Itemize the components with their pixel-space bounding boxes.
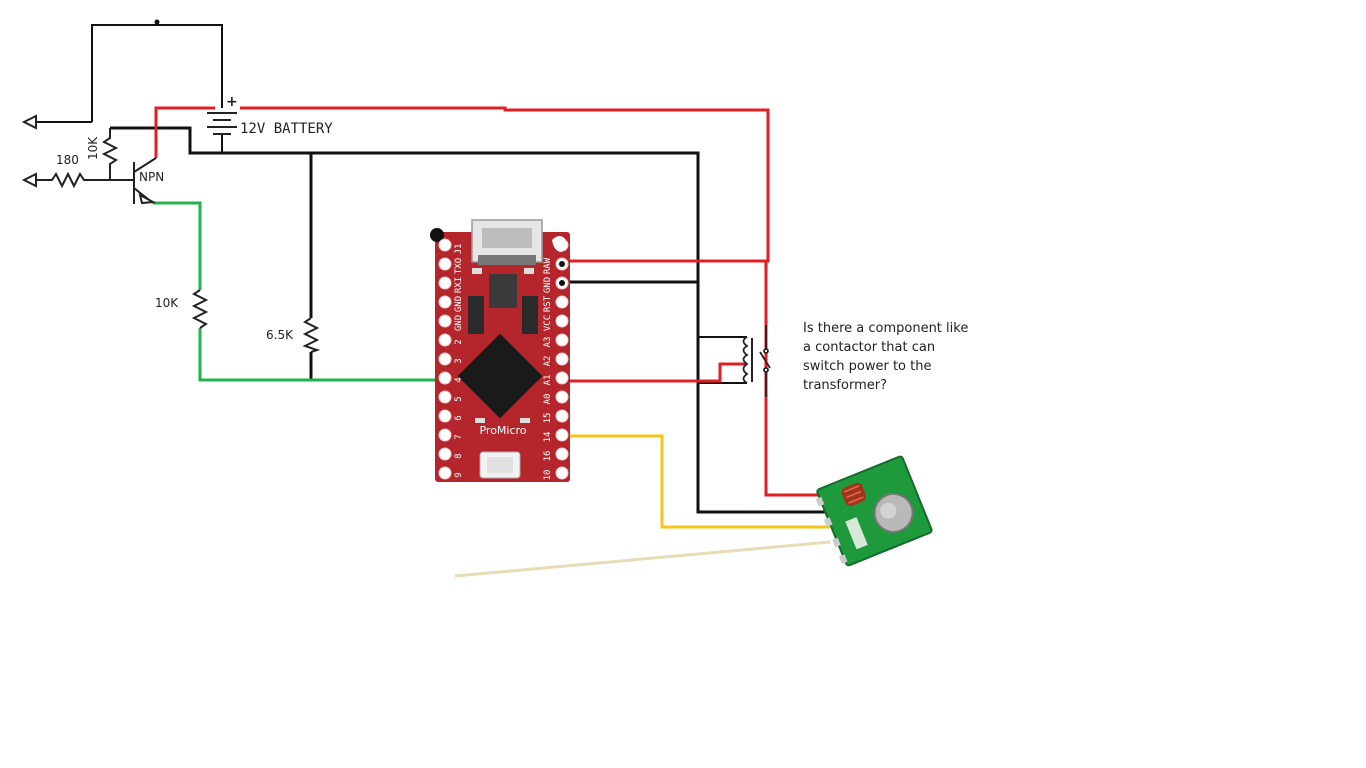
pin-label-right: 16 — [543, 451, 553, 462]
resistor-6k5-label: 6.5K — [266, 328, 294, 342]
resistor-10k — [191, 289, 209, 329]
pin-label-right: A0 — [543, 394, 553, 405]
pin-label-right: 10 — [543, 470, 553, 481]
resistor-10k-pullup-label: 10K — [86, 136, 100, 160]
antenna-wire — [454, 540, 831, 578]
npn-label: NPN — [139, 170, 164, 184]
pin-label-left: GND — [454, 296, 464, 312]
flame-logo-icon — [552, 236, 566, 252]
pin-label-left: 8 — [454, 453, 464, 458]
promicro-board — [430, 219, 570, 482]
pin-label-right: VCC — [543, 315, 553, 331]
pin-label-left: 2 — [454, 339, 464, 344]
left-pin-labels: J1 TXO RXI GND GND 2 3 4 5 6 7 8 9 — [454, 244, 464, 478]
input-arrows — [21, 114, 37, 188]
resistor-10k-pullup — [101, 128, 119, 180]
pin-label-right: RAW — [543, 257, 553, 274]
pin-label-left: RXI — [454, 277, 464, 293]
pin-label-right: 14 — [543, 432, 553, 443]
pin-label-right: GND — [543, 277, 553, 293]
pin-label-right: A1 — [543, 375, 553, 386]
pin-label-left: 4 — [454, 377, 464, 382]
green-wires — [153, 201, 445, 382]
pin-label-left: J1 — [454, 244, 464, 255]
left-pin-pads — [438, 238, 452, 480]
npn-transistor — [110, 157, 157, 205]
pin-label-left: GND — [454, 315, 464, 331]
relay — [742, 325, 771, 397]
pin-label-left: 7 — [454, 434, 464, 439]
pin-label-right: 15 — [543, 413, 553, 424]
board-name-label: ProMicro — [479, 424, 526, 437]
question-annotation: Is there a component like a contactor th… — [803, 321, 969, 393]
pin-label-right: A2 — [543, 356, 553, 367]
right-pin-labels: RAW GND RST VCC A3 A2 A1 A0 15 14 16 10 — [543, 257, 553, 480]
pin-label-left: TXO — [454, 258, 464, 274]
resistor-6k5 — [302, 317, 321, 353]
resistor-180-label: 180 — [56, 153, 79, 167]
battery-plus-label: + — [226, 94, 238, 110]
right-pin-pads — [555, 238, 569, 480]
black-wires — [28, 24, 830, 514]
yellow-wires — [562, 434, 830, 529]
pin-label-right: A3 — [543, 337, 553, 348]
rf-module — [815, 455, 933, 567]
pin-label-left: 3 — [454, 358, 464, 363]
battery-label: 12V BATTERY — [240, 121, 333, 137]
resistor-180 — [36, 171, 110, 189]
resistor-10k-label: 10K — [155, 296, 179, 310]
pin-label-left: 9 — [454, 472, 464, 477]
battery-symbol — [207, 112, 237, 135]
pin-label-left: 5 — [454, 396, 464, 401]
pin-label-right: RST — [543, 295, 553, 312]
pin-label-left: 6 — [454, 415, 464, 420]
